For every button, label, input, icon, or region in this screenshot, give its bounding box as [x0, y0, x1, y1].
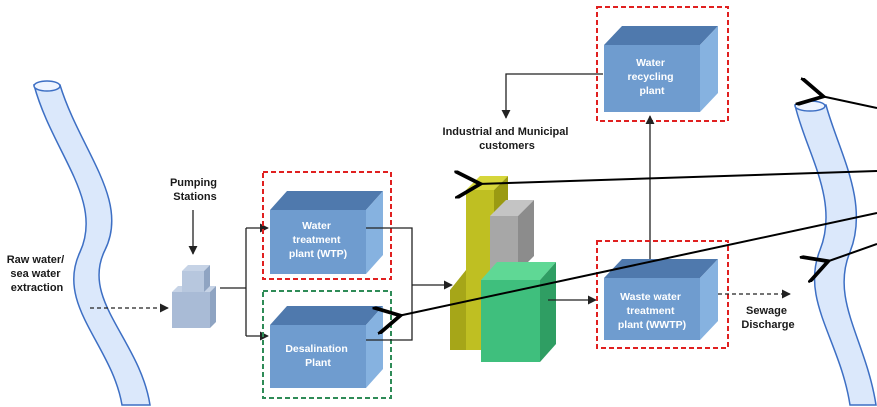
- pointer-arrow-customers: [478, 171, 877, 184]
- pointer-arrow-desalination: [398, 212, 877, 316]
- wwtp-label: Waste water treatment plant (WWTP): [618, 291, 686, 331]
- pumping-station-icon: [172, 265, 216, 328]
- wtp-box: [270, 191, 383, 274]
- right-river: [794, 100, 877, 406]
- pointer-arrow-recycling: [821, 96, 877, 109]
- sewage-discharge-label: Sewage Discharge: [741, 305, 794, 331]
- recycling-highlight-frame: [596, 6, 729, 122]
- wwtp-box: [604, 259, 718, 340]
- left-river: [33, 80, 151, 406]
- plants-to-customers-connector: [366, 227, 453, 341]
- customers-buildings-icon: [450, 176, 556, 362]
- desalination-box: [270, 306, 383, 388]
- pump-to-plants-connector: [220, 223, 269, 341]
- pumping-stations-label: Pumping Stations: [170, 177, 220, 203]
- recycling-label: Water recycling plant: [627, 57, 676, 97]
- recycling-box: [604, 26, 718, 112]
- recycling-to-customers-arrow: [501, 73, 603, 119]
- wtp-label: Water treatment plant (WTP): [289, 220, 347, 260]
- pointer-arrows: [398, 96, 877, 316]
- desalination-label: Desalination Plant: [285, 343, 350, 369]
- wtp-highlight-frame: [262, 171, 392, 280]
- desalination-highlight-frame: [262, 290, 392, 399]
- raw-water-label: Raw water/ sea water extraction: [7, 254, 68, 294]
- pointer-arrow-river: [826, 243, 877, 262]
- industrial-customers-label: Industrial and Municipal customers: [443, 126, 572, 152]
